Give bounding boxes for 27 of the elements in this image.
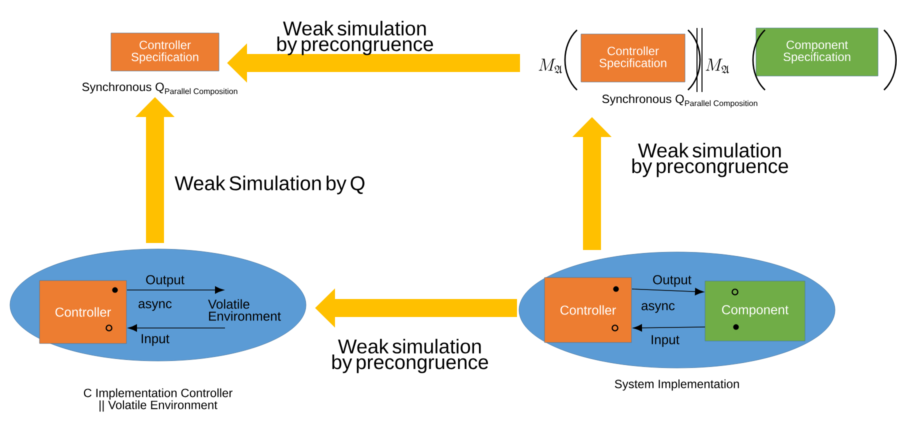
edge-label: Output (653, 275, 692, 287)
edge-label: Weak simulation by precongruence (277, 20, 433, 56)
specification-box: Controller Specification (580, 34, 686, 82)
node-label: $\text{Synchronous Q}_{\text{Parallel Composition}}$ (602, 94, 758, 108)
signal-arrow (126, 286, 224, 294)
edge-label: Weak simulation by precongruence (332, 338, 488, 374)
edge-label: Output (146, 275, 184, 287)
component-box: Component (704, 280, 806, 342)
signal-arrow (128, 324, 226, 332)
node-label: $\text{Synchronous Q}_{\text{Parallel Composition}}$ (82, 82, 238, 96)
specification-box: Controller Specification (110, 32, 220, 72)
edge-label: Weak simulation by precongruence (632, 142, 788, 178)
edge-label: Weak Simulation by Q (174, 176, 364, 194)
async-label: async (138, 301, 172, 311)
composition-formula: $M_{\mathfrak{A}}$ (706, 58, 730, 74)
node-label: System Implementation (614, 379, 739, 391)
composition-formula: $M_{\mathfrak{A}}$ (538, 58, 562, 74)
async-label: async (642, 303, 675, 313)
signal-arrow (632, 288, 704, 296)
component-box: Controller (39, 280, 127, 344)
edge-label: Input (142, 334, 170, 346)
component-box: Controller (544, 277, 632, 343)
node-label: C Implementation Controller || Volatile Environment (84, 388, 232, 412)
signal-arrow (633, 324, 706, 332)
specification-box: Component Specification (756, 28, 878, 76)
environment-label: Volatile Environment (208, 299, 281, 321)
edge-label: Input (652, 335, 680, 347)
